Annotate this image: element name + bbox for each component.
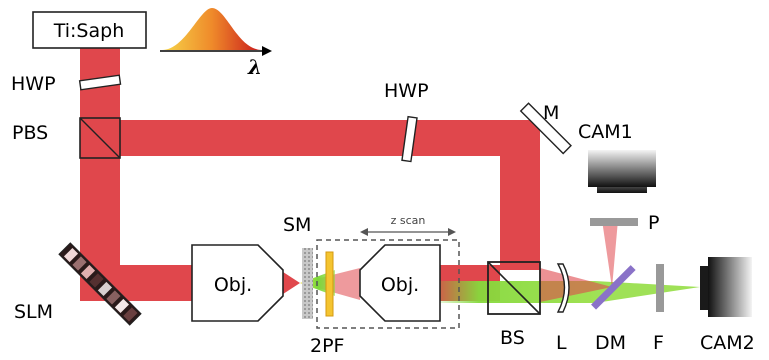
beam-vertical-right <box>500 120 540 270</box>
z-scan-arrow-right <box>448 228 456 236</box>
objective-left <box>191 244 284 322</box>
hwp-top <box>401 115 418 163</box>
filter-label: F <box>653 332 664 354</box>
polarizer <box>590 218 638 226</box>
lambda-label: λ <box>247 55 262 79</box>
polarizer-label: P <box>648 212 659 234</box>
beam-lens-converge <box>540 268 612 302</box>
dm-label: DM <box>595 332 626 354</box>
cam1-body <box>588 150 656 187</box>
cam1-label: CAM1 <box>578 121 633 143</box>
bs-diagonal <box>487 261 541 315</box>
pbs-diagonal <box>79 117 121 159</box>
slm <box>58 242 142 326</box>
hwp-top-label: HWP <box>384 80 429 102</box>
slm-label: SLM <box>14 301 53 323</box>
mirror-label: M <box>543 102 559 124</box>
bs-label: BS <box>500 327 525 349</box>
z-scan-arrow-left <box>360 228 368 236</box>
laser-label: Ti:Saph <box>53 20 125 42</box>
filter <box>656 264 664 312</box>
two-pf-sample <box>325 251 334 317</box>
z-scan-stage <box>316 239 460 329</box>
hwp-left <box>78 74 122 91</box>
beam-top-horizontal <box>80 120 520 156</box>
cam1 <box>588 150 656 193</box>
fluorescence-to-cam2 <box>595 281 700 303</box>
cam2-mount <box>700 266 708 310</box>
laser-source-box <box>32 11 147 49</box>
lens <box>556 263 570 313</box>
pbs-label: PBS <box>12 122 48 144</box>
lens-label: L <box>556 332 567 354</box>
objective-left-label: Obj. <box>214 274 252 296</box>
hwp-left-label: HWP <box>11 73 56 95</box>
pulse-spectrum-icon <box>160 8 272 56</box>
objective-right <box>359 244 441 322</box>
beam-focus-left <box>280 270 300 296</box>
cam2-label: CAM2 <box>700 332 755 354</box>
scattering-medium <box>302 248 313 319</box>
cam2-body <box>708 257 752 317</box>
laser-beam-path <box>80 46 540 301</box>
sm-label: SM <box>283 214 311 236</box>
beam-to-cam1 <box>602 220 618 288</box>
cam2 <box>700 257 752 317</box>
two-pf-label: 2PF <box>310 335 344 357</box>
cam1-mount <box>597 187 647 193</box>
objective-right-label: Obj. <box>381 274 419 296</box>
z-scan-label: z scan <box>391 214 426 227</box>
bs-cube <box>487 261 541 315</box>
dichroic-mirror <box>591 265 636 310</box>
mirror <box>519 102 572 155</box>
